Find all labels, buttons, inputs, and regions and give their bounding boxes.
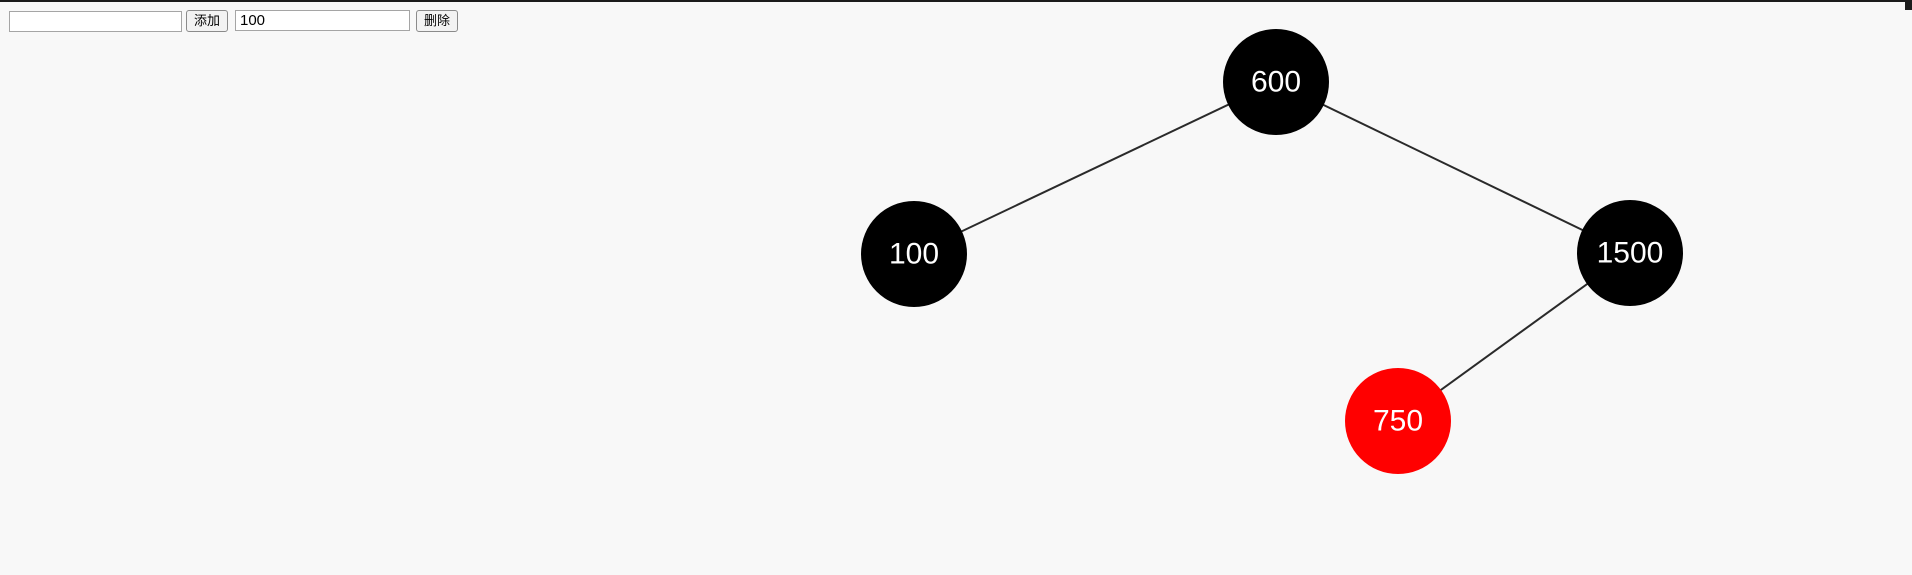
- toolbar: 添加 删除: [0, 0, 1912, 40]
- add-value-input[interactable]: [9, 11, 182, 32]
- tree-node-circle: [1223, 29, 1329, 135]
- window-top-border: [0, 0, 1912, 2]
- delete-button[interactable]: 删除: [416, 10, 458, 32]
- delete-value-input[interactable]: [235, 10, 410, 31]
- tree-node-label: 600: [1251, 66, 1301, 99]
- tree-edge: [913, 81, 1277, 255]
- tree-node-label: 750: [1373, 405, 1423, 438]
- window-top-right-notch: [1905, 0, 1912, 10]
- tree-node-circle: [1577, 200, 1683, 306]
- tree-node-circle: [861, 201, 967, 307]
- tree-node-circle: [1345, 368, 1451, 474]
- tree-node-label: 100: [889, 238, 939, 271]
- tree-edge: [1275, 81, 1631, 254]
- add-button[interactable]: 添加: [186, 10, 228, 32]
- tree-node-label: 1500: [1597, 237, 1664, 270]
